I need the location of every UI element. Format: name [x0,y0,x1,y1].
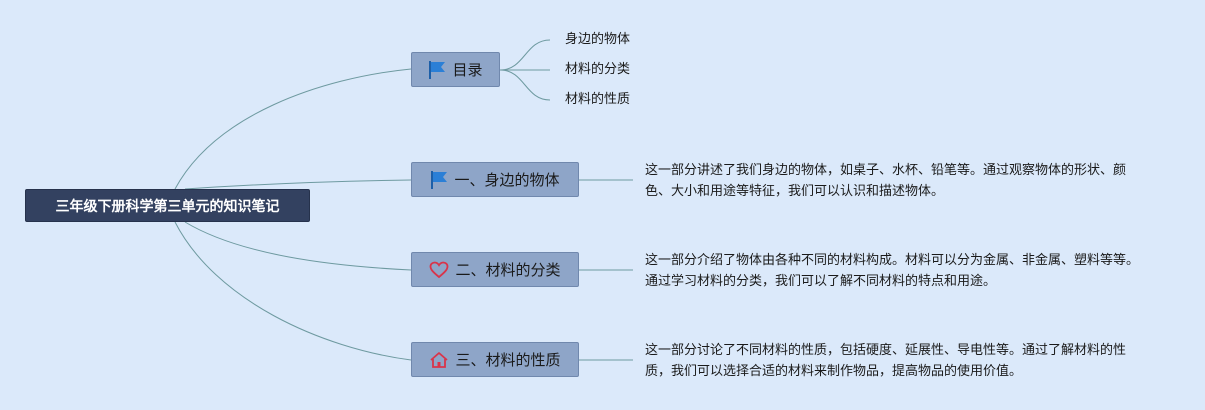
toc-item-1[interactable]: 身边的物体 [565,31,630,49]
branch-toc-label: 目录 [452,61,483,79]
toc-item-2-label: 材料的分类 [565,62,631,77]
branch-toc[interactable]: 目录 [411,52,500,87]
branch-material-properties-label: 三、材料的性质 [455,351,561,369]
connector-root-branch-3 [174,221,412,361]
flag-icon [430,170,448,190]
connector-root-branch-1 [184,179,412,190]
branch-material-properties[interactable]: 三、材料的性质 [411,342,579,377]
connector-toc-leaf-3 [499,69,551,101]
home-icon [429,351,449,369]
toc-item-1-label: 身边的物体 [565,32,631,47]
branch-material-classification-label: 二、材料的分类 [455,261,561,279]
heart-icon [429,261,449,279]
toc-item-2[interactable]: 材料的分类 [565,61,630,79]
description-surrounding-objects: 这一部分讲述了我们身边的物体，如桌子、水杯、铅笔等。通过观察物体的形状、颜色、大… [645,163,1127,199]
toc-item-3[interactable]: 材料的性质 [565,91,630,109]
branch-surrounding-objects[interactable]: 一、身边的物体 [411,162,579,197]
description-material-properties: 这一部分讨论了不同材料的性质，包括硬度、延展性、导电性等。通过了解材料的性质，我… [645,343,1127,379]
flag-icon [428,60,446,80]
toc-item-3-label: 材料的性质 [565,92,631,107]
root-topic[interactable]: 三年级下册科学第三单元的知识笔记 [25,189,310,222]
root-topic-label: 三年级下册科学第三单元的知识笔记 [55,198,280,215]
connector-root-branch-2 [184,221,412,271]
connector-root-toc [174,68,412,190]
description-material-classification: 这一部分介绍了物体由各种不同的材料构成。材料可以分为金属、非金属、塑料等等。通过… [645,253,1140,289]
connector-toc-leaf-1 [499,39,551,71]
branch-surrounding-objects-label: 一、身边的物体 [454,171,560,189]
branch-material-classification[interactable]: 二、材料的分类 [411,252,579,287]
